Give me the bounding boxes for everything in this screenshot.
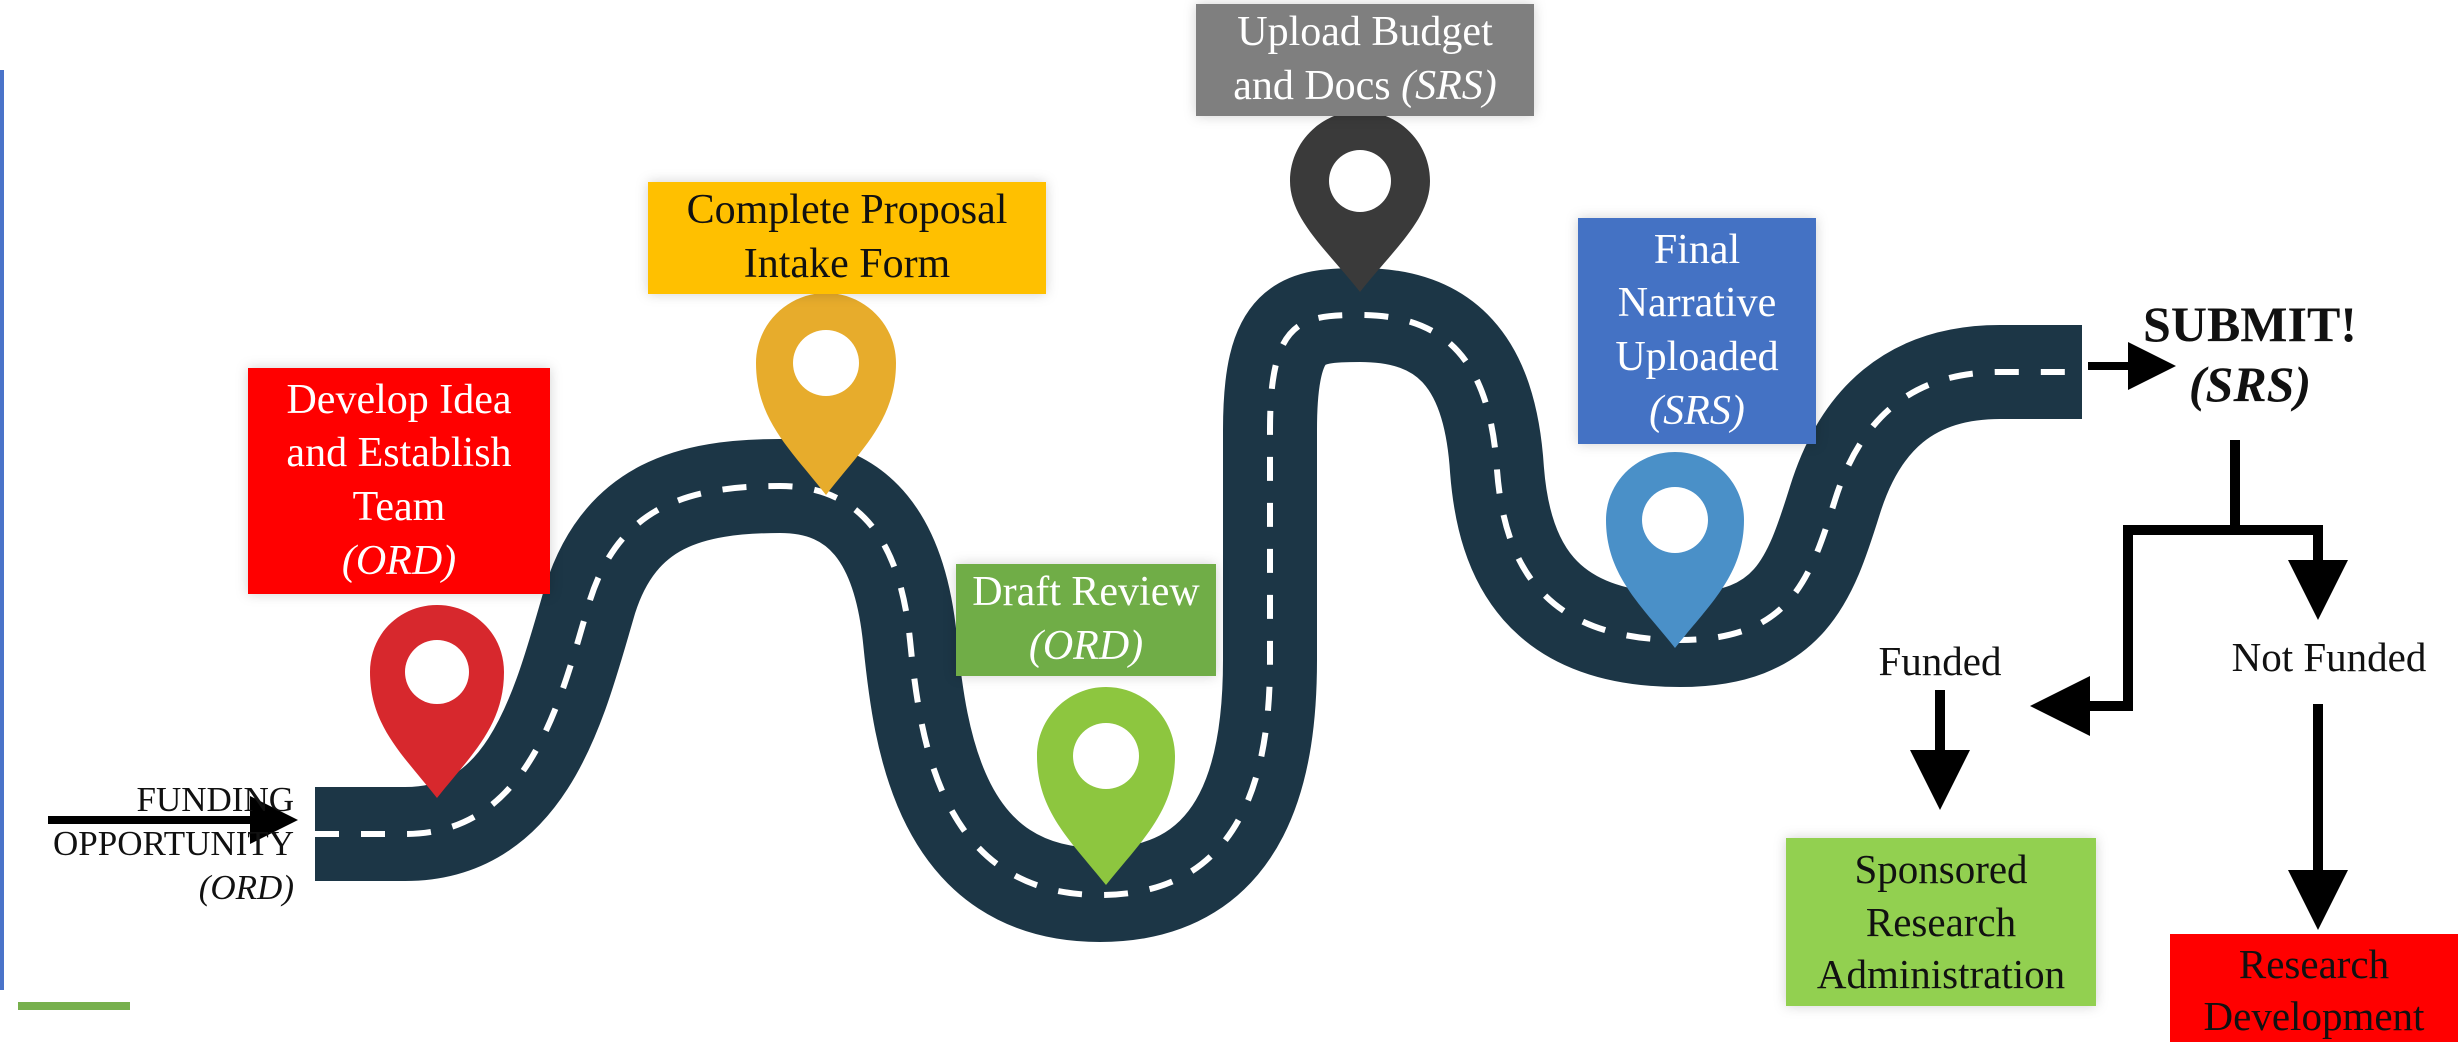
step-owner-label: (ORD) <box>341 537 457 584</box>
step-label-line: and Docs <box>1233 63 1391 109</box>
step-label-line: Complete Proposal <box>686 187 1008 234</box>
step-final-narrative-box: Final Narrative Uploaded (SRS) <box>1578 218 1816 444</box>
submit-label: SUBMIT! (SRS) <box>2140 294 2360 414</box>
step-owner-label: (SRS) <box>1649 387 1745 434</box>
not-funded-connector <box>2235 525 2348 620</box>
split-connector <box>2030 440 2240 736</box>
destination-label-line: Administration <box>1816 951 2066 998</box>
submit-owner-label: (SRS) <box>2188 356 2312 412</box>
step-label-line: Team <box>352 484 446 530</box>
step-label-line: Upload Budget <box>1237 9 1493 56</box>
step-intake-form-box: Complete Proposal Intake Form <box>648 182 1046 294</box>
funding-owner-label: (ORD) <box>198 867 294 907</box>
destination-label-line: Sponsored <box>1854 846 2028 893</box>
bottom-accent-rule <box>18 1002 130 1010</box>
destination-label-line: Development <box>2203 993 2425 1040</box>
step-owner-label: (SRS) <box>1401 63 1497 109</box>
step-label-line: and Establish <box>286 430 512 477</box>
step-upload-budget-box: Upload Budget and Docs (SRS) <box>1196 4 1534 116</box>
road-center-dashes <box>315 311 2082 899</box>
step-label-line: Narrative <box>1617 280 1777 327</box>
map-pin-icon <box>1606 452 1744 648</box>
funding-label-line: OPPORTUNITY <box>53 823 294 863</box>
map-pin-icon <box>756 293 896 495</box>
winding-road <box>315 268 2082 942</box>
step-label-line: Intake Form <box>743 241 951 287</box>
not-funded-label: Not Funded <box>2231 634 2427 680</box>
funding-label-line: FUNDING <box>136 780 295 819</box>
step-label-line: Final <box>1653 226 1741 273</box>
destination-label-line: Research <box>2238 941 2390 987</box>
step-draft-review-box: Draft Review (ORD) <box>956 564 1216 676</box>
funding-opportunity-label: FUNDING OPPORTUNITY (ORD) <box>8 778 294 909</box>
sponsored-research-administration-box: Sponsored Research Administration <box>1786 838 2096 1006</box>
left-accent-rule <box>0 70 4 990</box>
map-pin-icon <box>1037 687 1175 885</box>
step-label-line: Develop Idea <box>286 376 512 423</box>
research-development-box: Research Development <box>2170 934 2458 1042</box>
step-label-line: Draft Review <box>972 569 1200 616</box>
step-label-line: Uploaded <box>1615 334 1779 380</box>
flow-arrows <box>48 342 2348 930</box>
step-develop-idea-box: Develop Idea and Establish Team (ORD) <box>248 368 550 594</box>
map-pin-icon <box>1290 111 1430 292</box>
map-pin-icon <box>370 605 504 798</box>
destination-label-line: Research <box>1865 898 2017 945</box>
step-owner-label: (ORD) <box>1028 623 1144 669</box>
submit-title: SUBMIT! <box>2143 296 2357 352</box>
funded-label: Funded <box>1878 638 2002 684</box>
